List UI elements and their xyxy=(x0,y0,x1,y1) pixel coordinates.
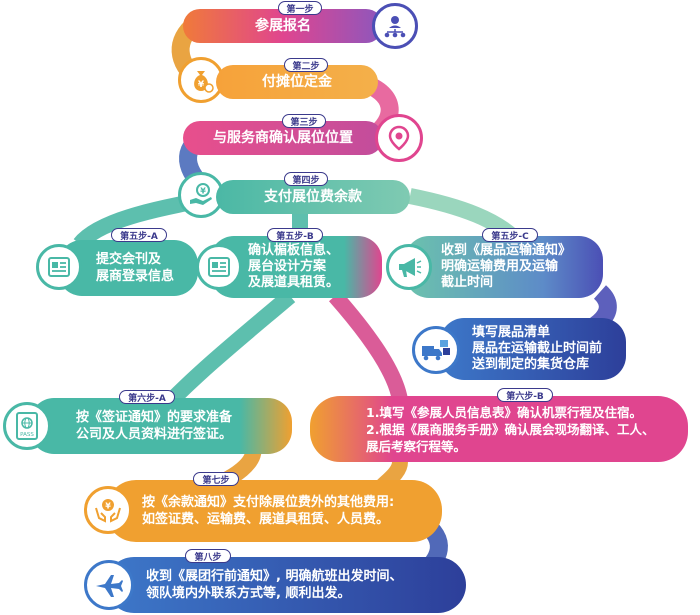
step6b-tag: 第六步-B xyxy=(497,388,553,402)
step5c-pill: 收到《展品运输通知》 明确运输费用及运输 截止时间 xyxy=(405,236,603,298)
step1-icon-circle xyxy=(372,3,418,49)
money-bag-icon: ¥ xyxy=(194,71,214,93)
step5c2-icon-circle xyxy=(412,326,460,374)
step8-tag: 第八步 xyxy=(185,549,231,563)
truck-boxes-icon xyxy=(422,340,450,361)
step5a-icon-circle xyxy=(36,244,82,290)
passport-icon: PASS xyxy=(16,412,38,440)
step5b-label: 确认楣板信息、 展台设计方案 及展道具租赁。 xyxy=(248,243,340,290)
step3-tag: 第三步 xyxy=(282,114,326,128)
newspaper-icon xyxy=(208,257,230,277)
airplane-icon xyxy=(96,575,123,597)
step5b-tag: 第五步-B xyxy=(267,228,323,242)
step1-label: 参展报名 xyxy=(255,17,311,34)
step4-pill: 支付展位费余款 xyxy=(216,180,410,214)
step7-tag: 第七步 xyxy=(193,472,239,486)
step8-icon-circle xyxy=(84,560,134,610)
connector-5b-6b xyxy=(329,290,408,402)
step6a-icon-circle: PASS xyxy=(3,402,51,450)
step7-icon-circle: ¥ xyxy=(84,486,132,534)
step3-label: 与服务商确认展位位置 xyxy=(213,129,353,146)
step8-pill: 收到《展团行前通知》, 明确航班出发时间、 领队境内外联系方式等, 顺利出发。 xyxy=(106,557,466,613)
step6a-pill: 按《签证通知》的要求准备 公司及人员资料进行签证。 xyxy=(30,398,292,454)
step5c2-pill: 填写展品清单 展品在运输截止时间前 送到制定的集货仓库 xyxy=(440,318,626,380)
svg-text:¥: ¥ xyxy=(105,502,111,511)
connector-5b-6a xyxy=(154,289,296,418)
step3-icon-circle xyxy=(375,114,423,162)
location-pin-icon xyxy=(388,125,410,151)
step2-tag: 第二步 xyxy=(284,58,328,72)
step2-label: 付摊位定金 xyxy=(262,73,332,90)
step5a-label: 提交会刊及 展商登录信息 xyxy=(96,252,175,284)
step4-label: 支付展位费余款 xyxy=(264,188,362,205)
step1-tag: 第一步 xyxy=(278,1,322,15)
step6b-label: 1.填写《参展人员信息表》确认机票行程及住宿。 2.根据《展商服务手册》确认展会… xyxy=(366,404,655,454)
step6a-tag: 第六步-A xyxy=(119,390,175,404)
step6a-label: 按《签证通知》的要求准备 公司及人员资料进行签证。 xyxy=(76,410,233,442)
people-network-icon xyxy=(384,16,406,38)
step7-pill: 按《余款通知》支付除展位费外的其他费用: 如签证费、运输费、展道具租赁、人员费。 xyxy=(106,480,442,542)
step5c-tag: 第五步-C xyxy=(482,228,538,242)
step8-label: 收到《展团行前通知》, 明确航班出发时间、 领队境内外联系方式等, 顺利出发。 xyxy=(146,569,403,601)
step3-pill: 与服务商确认展位位置 xyxy=(183,121,383,155)
step5c-label: 收到《展品运输通知》 明确运输费用及运输 截止时间 xyxy=(441,243,572,290)
svg-text:¥: ¥ xyxy=(198,80,205,90)
hands-yen-icon: ¥ xyxy=(95,499,121,523)
step5c2-label: 填写展品清单 展品在运输截止时间前 送到制定的集货仓库 xyxy=(472,325,603,372)
step5b-icon-circle xyxy=(196,244,242,290)
step7-label: 按《余款通知》支付除展位费外的其他费用: 如签证费、运输费、展道具租赁、人员费。 xyxy=(142,495,395,527)
step6b-pill: 1.填写《参展人员信息表》确认机票行程及住宿。 2.根据《展商服务手册》确认展会… xyxy=(310,396,688,462)
step5a-tag: 第五步-A xyxy=(111,228,167,242)
megaphone-icon xyxy=(399,258,422,277)
newspaper-icon xyxy=(48,257,70,277)
svg-text:¥: ¥ xyxy=(200,187,206,196)
step5c-icon-circle xyxy=(386,244,432,290)
step4-tag: 第四步 xyxy=(284,172,328,186)
svg-text:PASS: PASS xyxy=(20,432,34,438)
hand-yen-icon: ¥ xyxy=(190,183,212,205)
